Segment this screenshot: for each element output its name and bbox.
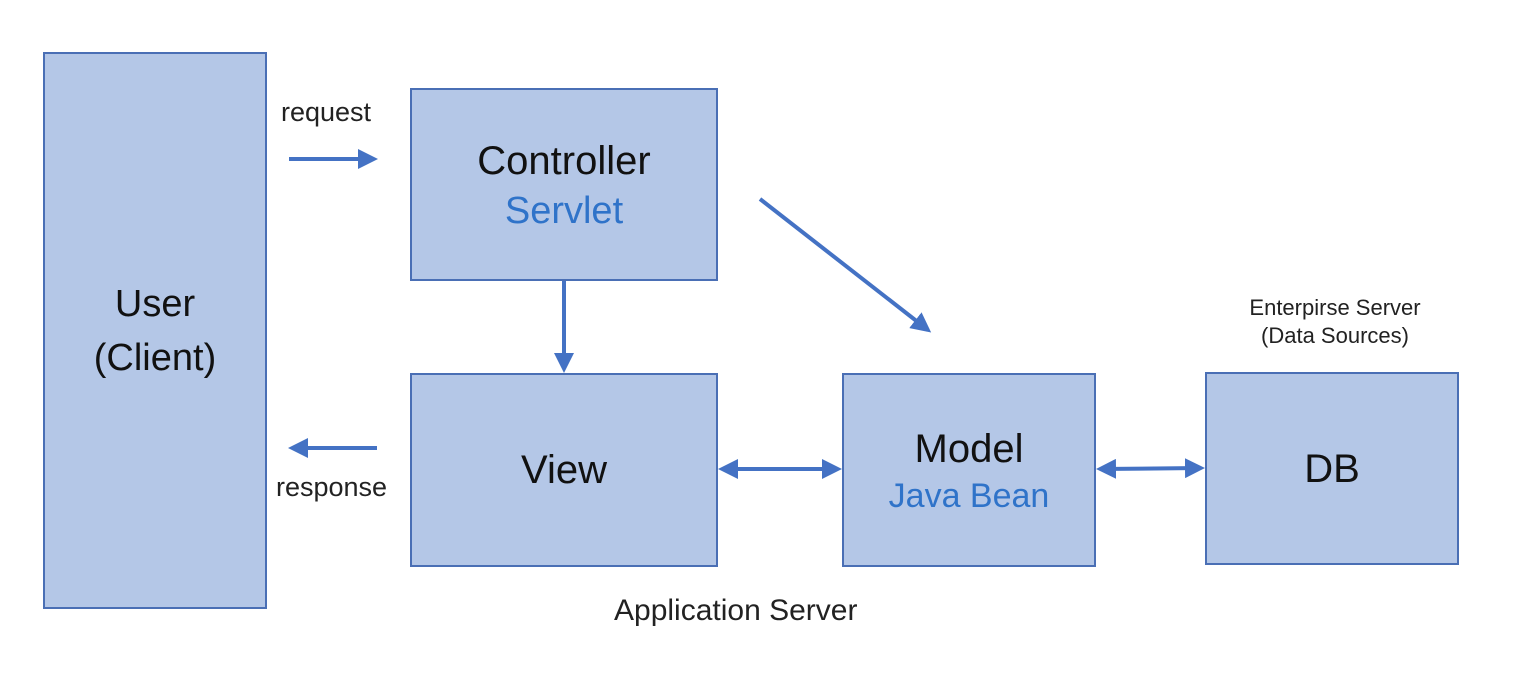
- view-box: View: [410, 373, 718, 567]
- user-client-box: User (Client): [43, 52, 267, 609]
- java-bean-label: Java Bean: [888, 477, 1050, 515]
- enterprise-server-line: Enterpirse Server: [1249, 295, 1421, 320]
- application-server-label: Application Server: [614, 594, 858, 627]
- model-db-arrow: [1096, 458, 1205, 479]
- db-title: DB: [1304, 446, 1360, 491]
- request-label: request: [281, 97, 372, 127]
- servlet-label: Servlet: [504, 189, 624, 232]
- enterprise-server-label: Enterpirse Server (Data Sources): [1225, 294, 1445, 350]
- model-title: Model: [914, 427, 1024, 471]
- controller-title: Controller: [477, 138, 651, 183]
- response-label: response: [276, 472, 388, 502]
- model-box: Model Java Bean: [842, 373, 1096, 567]
- controller-box: Controller Servlet: [410, 88, 718, 281]
- db-box: DB: [1205, 372, 1459, 565]
- view-title: View: [521, 448, 607, 492]
- user-label: User: [114, 282, 196, 325]
- data-sources-line: (Data Sources): [1261, 323, 1409, 348]
- controller-to-model-arrow: [758, 197, 932, 333]
- client-label: (Client): [93, 336, 217, 379]
